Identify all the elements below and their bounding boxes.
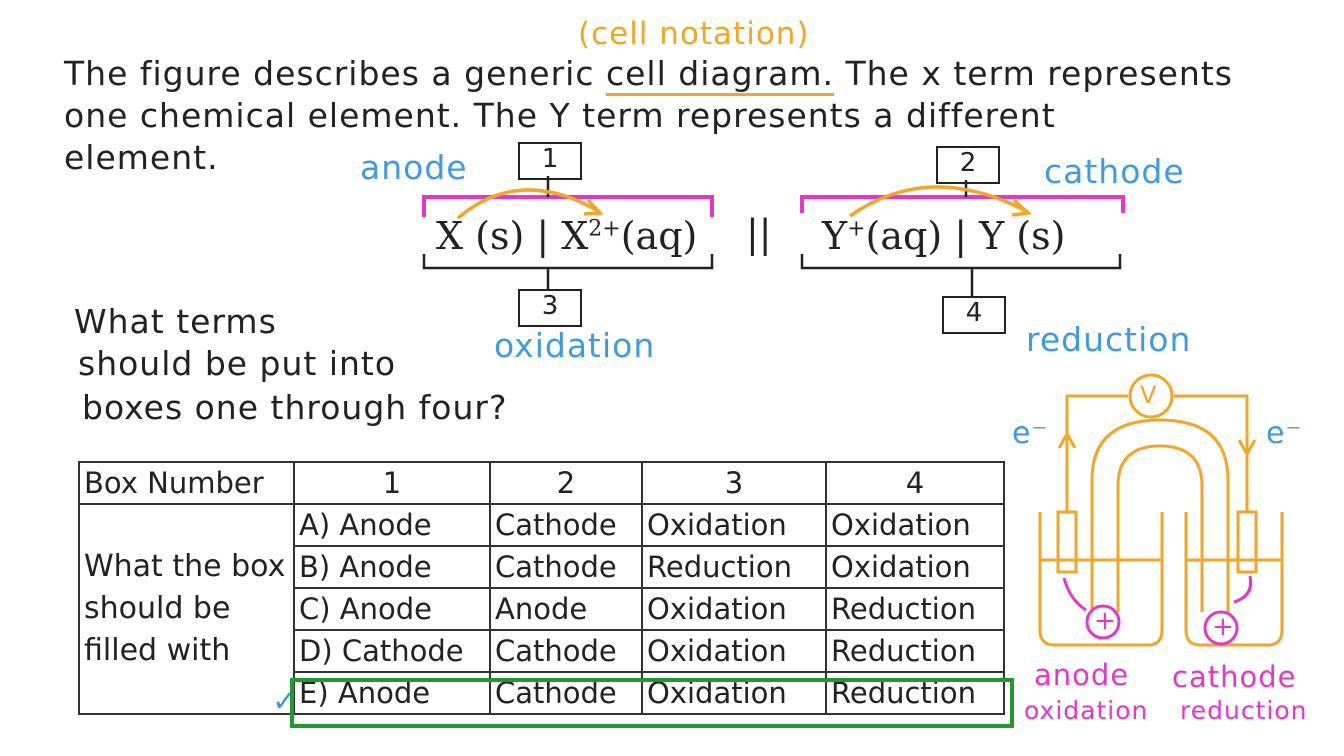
reduction-annotation: reduction — [1026, 320, 1192, 359]
voltmeter-icon — [1128, 373, 1174, 419]
anode-annotation: anode — [360, 148, 468, 187]
table-header-box-number: Box Number — [78, 461, 295, 505]
wire-left — [1065, 394, 1128, 512]
cell-notation-annotation: (cell notation) — [578, 16, 810, 52]
cathode-beaker — [1184, 512, 1284, 647]
question-line-3: boxes one through four? — [82, 388, 508, 427]
option-b-col-1: B) Anode — [293, 545, 491, 589]
cathode-half-cell: Y+(aq) | Y (s) — [822, 214, 1065, 258]
box-3: 3 — [518, 289, 582, 327]
option-a-col-2: Cathode — [489, 503, 643, 547]
electron-up-arrow-icon — [1057, 430, 1077, 449]
option-d-col-1: D) Cathode — [293, 629, 491, 673]
table-header-col-2: 2 — [489, 461, 643, 505]
cathode-ion-plus: + — [1212, 612, 1234, 642]
cathode-electron-arrow — [848, 185, 1029, 218]
diagram-reduction-label: reduction — [1180, 696, 1308, 725]
anode-half-cell-main: X (s) | X — [436, 214, 589, 258]
wire-right — [1174, 394, 1249, 512]
box-2: 2 — [936, 146, 1000, 184]
correct-answer-highlight — [290, 678, 1014, 728]
oxidation-annotation: oxidation — [494, 326, 656, 365]
intro-line-3: element. — [64, 138, 219, 177]
cathode-bracket — [800, 195, 1125, 213]
option-c-col-4: Reduction — [825, 587, 1005, 631]
anode-lower-bracket — [422, 254, 714, 270]
question-line-2: should be put into — [78, 344, 397, 383]
diagram-cathode-label: cathode — [1172, 660, 1297, 694]
option-d-col-3: Oxidation — [641, 629, 827, 673]
table-header-col-1: 1 — [293, 461, 491, 505]
cathode-cation-icon — [1203, 610, 1239, 646]
anode-half-cell: X (s) | X2+(aq) — [436, 214, 697, 258]
cathode-electrode — [1236, 510, 1258, 574]
option-b-col-4: Oxidation — [825, 545, 1005, 589]
table-header-row: Box Number 1 2 3 4 — [78, 461, 1005, 505]
anode-ion-charge: 2+ — [588, 216, 621, 242]
cathode-half-cell-end: (aq) | Y (s) — [865, 214, 1066, 258]
diagram-anode-label: anode — [1034, 658, 1130, 692]
option-a-col-4: Oxidation — [825, 503, 1005, 547]
option-b-col-3: Reduction — [641, 545, 827, 589]
cathode-arrow-head — [1011, 198, 1032, 217]
answer-table: Box Number 1 2 3 4 What the box should b… — [78, 461, 1005, 715]
electron-label-left: e⁻ — [1012, 416, 1049, 451]
box-4: 4 — [942, 296, 1006, 334]
cell-diagram-term: cell diagram. — [605, 54, 834, 96]
electron-down-arrow-icon — [1237, 439, 1257, 458]
intro-line-1b: The x term represents — [845, 54, 1233, 93]
table-row[interactable]: B) Anode Cathode Reduction Oxidation — [79, 545, 1005, 589]
anode-electrode — [1056, 510, 1078, 574]
table-header-col-4: 4 — [825, 461, 1005, 505]
cathode-lower-bracket — [800, 254, 1122, 270]
option-c-col-1: C) Anode — [293, 587, 491, 631]
option-a-col-3: Oxidation — [641, 503, 827, 547]
anode-ion-plus: + — [1094, 606, 1116, 636]
cathode-ion-arrow-icon — [1233, 575, 1253, 604]
option-a-col-1: A) Anode — [293, 503, 491, 547]
cathode-half-cell-main: Y — [822, 214, 848, 258]
anode-electron-arrow — [456, 188, 601, 220]
salt-bridge-outer — [1090, 418, 1230, 612]
option-d-col-4: Reduction — [825, 629, 1005, 673]
anode-beaker — [1038, 512, 1164, 647]
diagram-oxidation-label: oxidation — [1024, 696, 1149, 725]
table-row[interactable]: D) Cathode Cathode Oxidation Reduction — [79, 629, 1005, 673]
anode-ion-arrow-icon — [1062, 577, 1087, 612]
galvanic-cell-diagram — [1038, 373, 1284, 647]
cathode-ion-charge: + — [847, 216, 866, 242]
anode-bracket — [422, 195, 714, 217]
table-header-col-3: 3 — [641, 461, 827, 505]
table-row[interactable]: C) Anode Anode Oxidation Reduction — [79, 587, 1005, 631]
anode-half-cell-end: (aq) — [620, 214, 698, 258]
question-line-1: What terms — [74, 302, 277, 341]
cathode-annotation: cathode — [1044, 152, 1185, 191]
intro-line-1: The figure describes a generic cell diag… — [64, 54, 1233, 96]
salt-bridge-inner — [1116, 444, 1204, 612]
voltmeter-label: V — [1140, 381, 1157, 409]
table-row[interactable]: What the box should be filled with A) An… — [78, 503, 1005, 715]
box-1: 1 — [518, 142, 582, 180]
option-c-col-2: Anode — [489, 587, 643, 631]
anode-arrow-head — [583, 198, 604, 216]
electron-label-right: e⁻ — [1266, 416, 1303, 451]
anode-cation-icon — [1085, 604, 1121, 640]
option-b-col-2: Cathode — [489, 545, 643, 589]
salt-bridge-symbol: || — [746, 212, 772, 256]
row-label: What the box should be filled with — [78, 503, 295, 715]
intro-line-1a: The figure describes a generic — [64, 54, 595, 93]
option-c-col-3: Oxidation — [641, 587, 827, 631]
option-d-col-2: Cathode — [489, 629, 643, 673]
intro-line-2: one chemical element. The Y term represe… — [64, 96, 1056, 135]
